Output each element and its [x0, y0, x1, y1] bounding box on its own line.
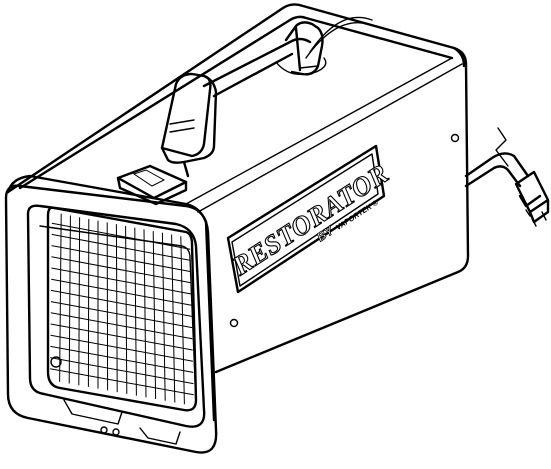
power-cord — [464, 127, 550, 227]
carry-handle — [160, 21, 324, 178]
brand-name-text: RESTORATOR — [226, 158, 394, 282]
rocker-switch — [116, 164, 188, 206]
housing-body — [6, 3, 470, 422]
front-bezel — [4, 184, 218, 454]
screws — [229, 133, 460, 328]
cord-loop — [275, 16, 373, 76]
front-grille — [46, 206, 198, 412]
